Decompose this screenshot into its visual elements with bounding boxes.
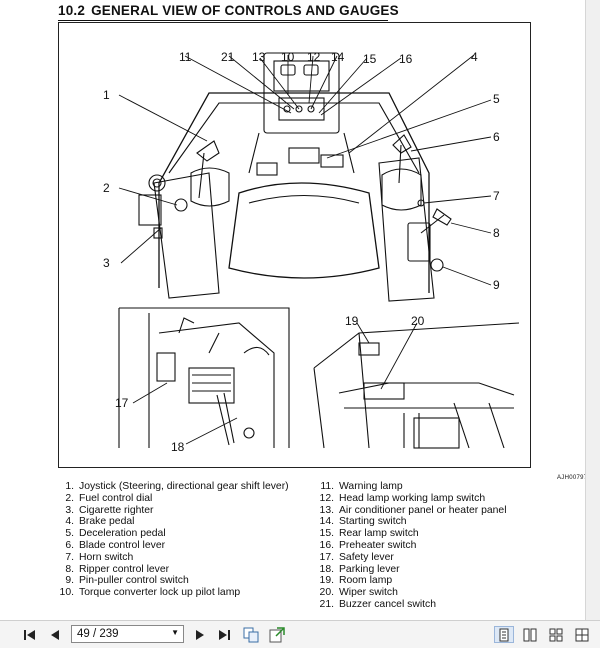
export-icon[interactable]: [266, 626, 288, 643]
legend-item: 8.Ripper control lever: [65, 563, 170, 575]
section-title: GENERAL VIEW OF CONTROLS AND GAUGES: [91, 3, 399, 18]
legend-item: 4.Brake pedal: [65, 516, 135, 528]
continuous-view-icon[interactable]: [546, 626, 566, 643]
callout-20: 20: [411, 314, 425, 328]
callout-11: 11: [179, 50, 192, 64]
legend-item: 9.Pin-puller control switch: [65, 575, 189, 587]
legend-item: 21.Buzzer cancel switch: [319, 598, 437, 610]
legend-item: 19.Room lamp: [319, 575, 393, 587]
controls-diagram: 11 21 13 10 12 14 15 16 4 1 5 6 2 7 8 3 …: [58, 22, 587, 481]
page-number-value: 49 / 239: [77, 628, 119, 640]
callout-16: 16: [399, 52, 413, 66]
callout-5: 5: [493, 92, 500, 106]
legend-item: 5.Deceleration pedal: [65, 528, 166, 540]
callout-10: 10: [281, 50, 295, 64]
legend-item: 20.Wiper switch: [319, 587, 398, 599]
prev-page-icon[interactable]: [45, 626, 65, 643]
legend-item: 6.Blade control lever: [65, 539, 166, 551]
first-page-icon[interactable]: [20, 626, 40, 643]
callout-19: 19: [345, 314, 359, 328]
document-page: 10.2 GENERAL VIEW OF CONTROLS AND GAUGES: [55, 3, 588, 611]
page-number-field[interactable]: 49 / 239 ▼: [71, 625, 184, 643]
legend-item: 2.Fuel control dial: [65, 492, 153, 504]
callout-17: 17: [115, 396, 129, 410]
legend-item: 18.Parking lever: [319, 563, 400, 575]
legend-item: 1.Joystick (Steering, directional gear s…: [65, 481, 289, 492]
section-number: 10.2: [58, 3, 86, 18]
callout-2: 2: [103, 181, 110, 195]
chevron-down-icon[interactable]: ▼: [171, 628, 179, 637]
callout-21: 21: [221, 50, 235, 64]
legend-item: 13.Air conditioner panel or heater panel: [319, 504, 507, 516]
legend-item: 7.Horn switch: [65, 551, 134, 563]
legend-item: 15.Rear lamp switch: [319, 528, 419, 540]
legend-item: 14.Starting switch: [319, 516, 407, 528]
callout-1: 1: [103, 88, 110, 102]
viewer-toolbar: 49 / 239 ▼: [0, 620, 600, 648]
callout-8: 8: [493, 226, 500, 240]
copy-icon[interactable]: [240, 626, 262, 643]
last-page-icon[interactable]: [214, 626, 234, 643]
callout-9: 9: [493, 278, 500, 292]
callout-18: 18: [171, 440, 185, 454]
callout-6: 6: [493, 130, 500, 144]
callout-15: 15: [363, 52, 377, 66]
facing-pages-view-icon[interactable]: [520, 626, 540, 643]
callout-7: 7: [493, 189, 500, 203]
continuous-facing-view-icon[interactable]: [572, 626, 592, 643]
legend-right: 11.Warning lamp 12.Head lamp working lam…: [315, 481, 530, 611]
callout-12: 12: [307, 50, 321, 64]
callout-4: 4: [471, 50, 478, 64]
section-heading: 10.2 GENERAL VIEW OF CONTROLS AND GAUGES: [58, 3, 399, 18]
callout-14: 14: [331, 50, 345, 64]
controls-illustration: 11 21 13 10 12 14 15 16 4 1 5 6 2 7 8 3 …: [103, 50, 520, 454]
legend-left: 1.Joystick (Steering, directional gear s…: [55, 481, 300, 599]
drawing-code: AJH00797: [557, 475, 588, 481]
legend-item: 10.Torque converter lock up pilot lamp: [59, 587, 241, 599]
next-page-icon[interactable]: [190, 626, 210, 643]
legend-item: 17.Safety lever: [319, 551, 394, 563]
legend-item: 11.Warning lamp: [320, 481, 403, 492]
heading-rule: [58, 20, 388, 21]
callout-13: 13: [252, 50, 266, 64]
single-page-view-icon[interactable]: [494, 626, 514, 643]
legend-item: 3.Cigarette righter: [65, 504, 154, 516]
legend-item: 16.Preheater switch: [319, 539, 417, 551]
legend-item: 12.Head lamp working lamp switch: [319, 492, 486, 504]
callout-3: 3: [103, 256, 110, 270]
vertical-scrollbar[interactable]: [585, 0, 600, 620]
